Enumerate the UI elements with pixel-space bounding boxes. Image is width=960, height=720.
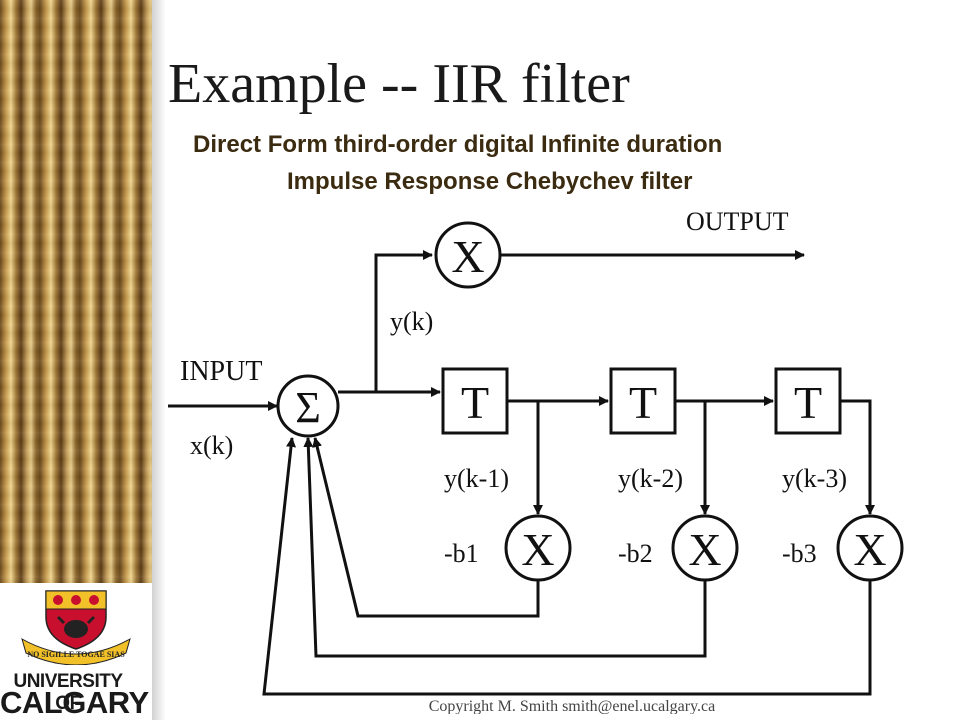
output-signal-label: y(k)	[390, 307, 433, 336]
subtitle-line-1: Direct Form third-order digital Infinite…	[193, 131, 723, 158]
feedback-line-3	[262, 437, 872, 696]
output-label: OUTPUT	[686, 207, 789, 236]
feedback-line-1	[312, 437, 540, 618]
feedback-line-2	[303, 437, 707, 658]
coefficient-multiplier-3-symbol: X	[853, 524, 886, 575]
delay-block-1	[441, 367, 509, 435]
delay-output-label-1: y(k-1)	[444, 464, 509, 493]
sum-symbol: Σ	[295, 383, 321, 432]
coefficient-label-1: -b1	[444, 539, 479, 568]
output-branch-line	[338, 250, 433, 394]
summing-node	[276, 374, 340, 438]
copyright-footer: Copyright M. Smith smith@enel.ucalgary.c…	[428, 700, 716, 714]
slide-subtitle: Direct Form third-order digital Infinite…	[176, 126, 936, 200]
delay-output-label-3: y(k-3)	[782, 464, 847, 493]
delay-block-2	[609, 367, 677, 435]
delay-block-3-symbol: T	[794, 377, 822, 428]
delay-block-2-symbol: T	[629, 377, 657, 428]
coefficient-label-2: -b2	[618, 539, 653, 568]
coefficient-label-3: -b3	[782, 539, 817, 568]
university-logo: NO SIGILLE TOGAE SIAS UNIVERSITY OF CALG…	[0, 583, 152, 720]
logo-text-university: UNIVERSITY OF	[13, 671, 123, 714]
delay-block-1-symbol: T	[461, 377, 489, 428]
tap-line-3	[840, 399, 875, 515]
delay-output-label-2: y(k-2)	[618, 464, 683, 493]
slide-title: Example -- IIR filter	[168, 53, 630, 115]
input-signal-label: x(k)	[190, 431, 233, 460]
delay-block-3	[774, 367, 842, 435]
sidebar-shadow	[152, 0, 166, 720]
logo-text-calgary: CALGARY	[0, 685, 149, 720]
output-multiplier-symbol: X	[451, 231, 484, 282]
university-crest-icon: NO SIGILLE TOGAE SIAS	[21, 590, 131, 665]
subtitle-line-2: Impulse Response Chebychev filter	[287, 168, 693, 195]
iir-filter-diagram: INPUT x(k) Σ y(k) X OUTPUT T T T y(k-1) …	[168, 207, 904, 696]
crest-motto: NO SIGILLE TOGAE SIAS	[27, 650, 125, 659]
coefficient-multiplier-2-symbol: X	[688, 524, 721, 575]
input-label: INPUT	[180, 356, 262, 387]
coefficient-multiplier-1-symbol: X	[521, 524, 554, 575]
